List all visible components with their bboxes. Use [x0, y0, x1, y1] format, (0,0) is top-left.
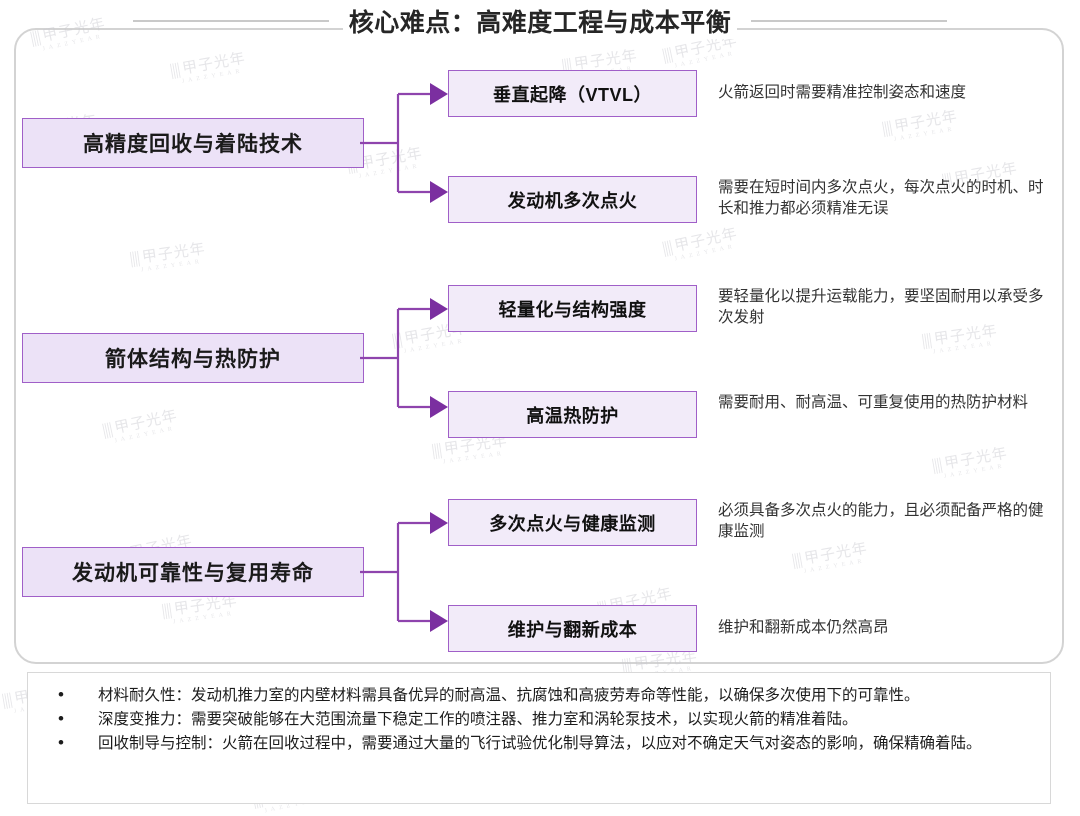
- child-desc-3-1: 必须具备多次点火的能力，且必须配备严格的健康监测: [718, 502, 1044, 540]
- connector-group-2: [360, 285, 460, 445]
- title-rule-left: [132, 20, 329, 22]
- list-item: • 材料耐久性：发动机推力室的内壁材料需具备优异的耐高温、抗腐蚀和高疲劳寿命等性…: [46, 684, 1034, 707]
- connector-group-3: [360, 499, 460, 659]
- list-item: • 深度变推力：需要突破能够在大范围流量下稳定工作的喷注器、推力室和涡轮泵技术，…: [46, 708, 1034, 731]
- child-node-3-2[interactable]: 维护与翻新成本: [448, 605, 697, 652]
- child-node-2-2[interactable]: 高温热防护: [448, 391, 697, 438]
- child-node-3-2-label: 维护与翻新成本: [507, 619, 638, 640]
- child-desc-1-1: 火箭返回时需要精准控制姿态和速度: [718, 84, 967, 101]
- parent-node-3-label: 发动机可靠性与复用寿命: [72, 562, 314, 585]
- notes-list: • 材料耐久性：发动机推力室的内壁材料需具备优异的耐高温、抗腐蚀和高疲劳寿命等性…: [28, 673, 1050, 755]
- bullet-icon: •: [58, 709, 64, 728]
- child-node-2-1[interactable]: 轻量化与结构强度: [448, 285, 697, 332]
- list-item-text: 回收制导与控制：火箭在回收过程中，需要通过大量的飞行试验优化制导算法，以应对不确…: [98, 735, 982, 752]
- child-node-2-1-label: 轻量化与结构强度: [498, 299, 647, 320]
- child-desc-1-2: 需要在短时间内多次点火，每次点火的时机、时长和推力都必须精准无误: [718, 179, 1044, 217]
- child-node-1-1-label: 垂直起降（VTVL）: [492, 84, 652, 105]
- child-node-3-1-label: 多次点火与健康监测: [489, 513, 656, 534]
- diagram: 高精度回收与着陆技术 垂直起降（VTVL） 火箭返回时需要精准控制姿态和速度 发…: [22, 70, 1044, 659]
- parent-node-2-label: 箭体结构与热防护: [105, 348, 281, 371]
- parent-node-2[interactable]: 箭体结构与热防护: [22, 333, 364, 383]
- child-desc-3-2: 维护和翻新成本仍然高昂: [718, 619, 889, 636]
- child-node-2-2-label: 高温热防护: [526, 405, 619, 426]
- page-title: 核心难点：高难度工程与成本平衡: [342, 3, 738, 39]
- child-node-3-1[interactable]: 多次点火与健康监测: [448, 499, 697, 546]
- parent-node-3[interactable]: 发动机可靠性与复用寿命: [22, 547, 364, 597]
- connector-group-1: [360, 70, 460, 230]
- child-desc-2-2: 需要耐用、耐高温、可重复使用的热防护材料: [718, 394, 1029, 411]
- bullet-icon: •: [58, 733, 64, 752]
- page-title-row: 核心难点：高难度工程与成本平衡: [0, 2, 1080, 40]
- bullet-icon: •: [58, 685, 64, 704]
- title-rule-right: [751, 20, 948, 22]
- notes-panel: • 材料耐久性：发动机推力室的内壁材料需具备优异的耐高温、抗腐蚀和高疲劳寿命等性…: [27, 672, 1051, 804]
- child-desc-2-1: 要轻量化以提升运载能力，要坚固耐用以承受多次发射: [718, 288, 1044, 326]
- list-item: • 回收制导与控制：火箭在回收过程中，需要通过大量的飞行试验优化制导算法，以应对…: [46, 732, 1034, 755]
- parent-node-1[interactable]: 高精度回收与着陆技术: [22, 118, 364, 168]
- list-item-text: 材料耐久性：发动机推力室的内壁材料需具备优异的耐高温、抗腐蚀和高疲劳寿命等性能，…: [98, 687, 920, 704]
- list-item-text: 深度变推力：需要突破能够在大范围流量下稳定工作的喷注器、推力室和涡轮泵技术，以实…: [98, 711, 858, 728]
- child-node-1-2-label: 发动机多次点火: [507, 190, 638, 211]
- child-node-1-1[interactable]: 垂直起降（VTVL）: [448, 70, 697, 117]
- child-node-1-2[interactable]: 发动机多次点火: [448, 176, 697, 223]
- parent-node-1-label: 高精度回收与着陆技术: [83, 133, 303, 156]
